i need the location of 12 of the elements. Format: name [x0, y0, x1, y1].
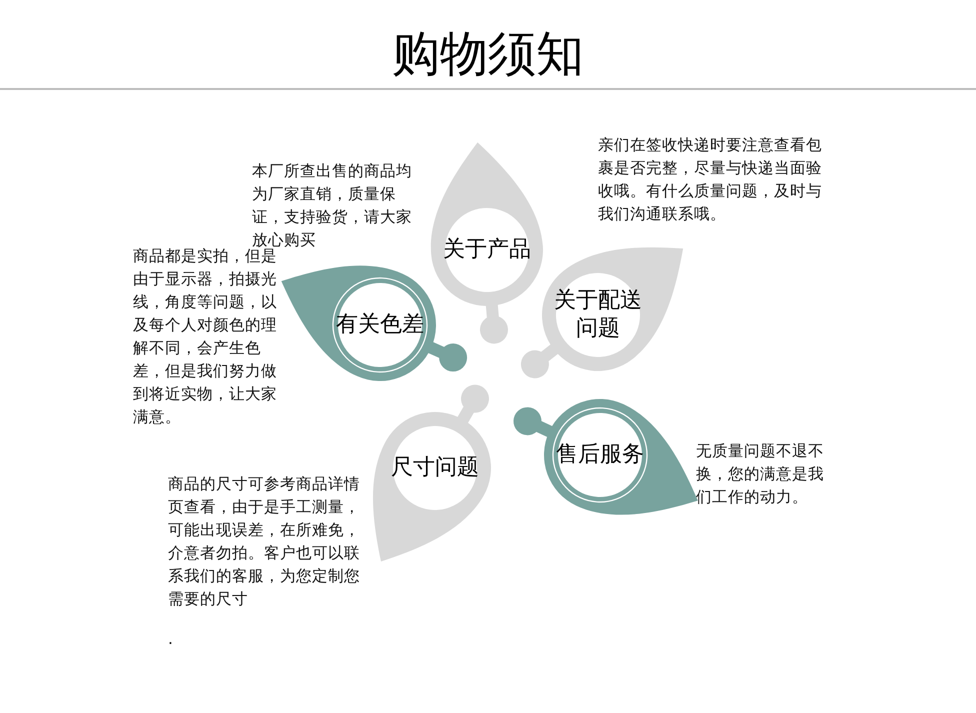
- petal-title: 尺寸问题: [390, 454, 480, 482]
- note-text: .: [168, 629, 173, 650]
- page-title: 购物须知: [391, 25, 585, 84]
- description-text: 亲们在签收快递时要注意查看包裹是否完整，尽量与快递当面验收哦。有什么质量问题，及时与我们沟通联系哦。: [598, 135, 823, 225]
- petal-title: 关于配送问题: [553, 287, 643, 343]
- petal-title: 有关色差: [335, 311, 425, 339]
- petal-title: 关于产品: [442, 236, 532, 264]
- petal-title: 售后服务: [555, 441, 645, 469]
- description-text: 无质量问题不退不换，您的满意是我们工作的动力。: [696, 441, 825, 508]
- description-text: 商品的尺寸可参考商品详情页查看，由于是手工测量，可能出现误差，在所难免，介意者勿拍。客户也可以联系我们的客服，为您定制您需要的尺寸: [168, 474, 361, 610]
- description-text: 商品都是实拍，但是由于显示器，拍摄光线，角度等问题，以及每个人对颜色的理解不同，会产生色差，但是我们努力做到将近实物，让大家满意。: [133, 247, 278, 428]
- description-text: 本厂所查出售的商品均为厂家直销，质量保证，支持验货，请大家放心购买: [252, 161, 413, 249]
